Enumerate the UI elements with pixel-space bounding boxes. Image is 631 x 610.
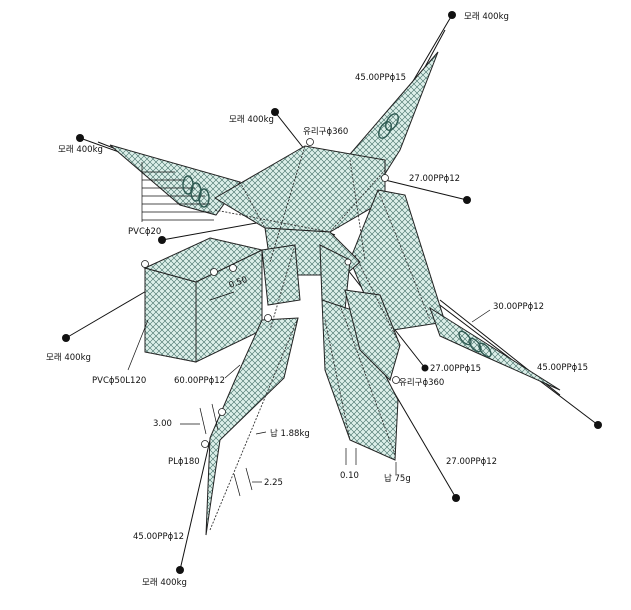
label-sand-bottom: 모래 400kg (142, 578, 187, 588)
arm-right (429, 306, 561, 391)
label-pvc50: PVCϕ50L120 (92, 376, 146, 386)
anchors (62, 11, 602, 574)
float-glass (392, 376, 400, 384)
float-box-3 (229, 264, 237, 272)
anchor-right-upper (463, 196, 471, 204)
anchor-right-lower (594, 421, 602, 429)
float-leg-3 (201, 440, 209, 448)
float-box-2 (210, 268, 218, 276)
float-box (141, 260, 149, 268)
label-glass-top: 유리구ϕ360 (303, 127, 348, 137)
rope-lower-left (65, 289, 149, 339)
label-glass-bottom: 유리구ϕ360 (399, 378, 444, 388)
label-dim-300: 3.00 (153, 419, 172, 429)
label-rope-27-top: 27.00PPϕ12 (409, 174, 460, 184)
float-top (306, 138, 314, 146)
anchor-top (448, 11, 456, 19)
anchor-bottom-right (452, 494, 460, 502)
labels: 모래 400kg 45.00PPϕ15 모래 400kg 유리구ϕ360 모래 … (46, 12, 588, 588)
float-right (381, 174, 389, 182)
label-sand-lower-left: 모래 400kg (46, 353, 91, 363)
dimension-marks (127, 291, 491, 497)
label-rope-30: 30.00PPϕ12 (493, 302, 544, 312)
float-rings (182, 113, 492, 358)
float-leg-2 (218, 408, 226, 416)
rope-pvc20 (161, 221, 263, 241)
rope-right-upper (384, 179, 468, 201)
box-left-front (144, 267, 197, 363)
pvc-frame (141, 162, 214, 222)
net-panels (109, 51, 561, 536)
floats (141, 138, 400, 448)
label-pl180: PLϕ180 (168, 457, 200, 467)
label-sand-left: 모래 400kg (58, 145, 103, 155)
float-leg (264, 314, 272, 322)
label-rope-45-top: 45.00PPϕ15 (355, 73, 406, 83)
label-rope-27-bottom: 27.00PPϕ12 (446, 457, 497, 467)
label-lead-188: 납 1.88kg (270, 428, 310, 439)
label-sand-top: 모래 400kg (464, 12, 509, 22)
anchor-lower-left (62, 334, 70, 342)
anchor-glass (421, 364, 429, 372)
label-pvc20: PVCϕ20 (128, 227, 161, 237)
label-rope-27-mid: 27.00PPϕ15 (430, 364, 481, 374)
rope-bottom-left (179, 439, 211, 571)
label-dim-225: 2.25 (264, 478, 283, 488)
label-rope-45-bottom: 45.00PPϕ12 (133, 532, 184, 542)
anchor-bottom-left (176, 566, 184, 574)
label-lead-75: 납 75g (384, 473, 411, 484)
rope-mid-top (274, 111, 306, 151)
label-rope-45-right: 45.00PPϕ15 (537, 363, 588, 373)
seams (144, 145, 431, 531)
hood (214, 145, 386, 233)
anchor-pvc (158, 236, 166, 244)
float-mid (344, 258, 352, 266)
label-sand-mid: 모래 400kg (229, 115, 274, 125)
panel-inner-left (261, 244, 301, 306)
label-rope-60: 60.00PPϕ12 (174, 376, 225, 386)
anchor-left (76, 134, 84, 142)
label-dim-010: 0.10 (340, 471, 359, 481)
anchor-mid (271, 108, 279, 116)
leg-lower-left (205, 317, 299, 536)
